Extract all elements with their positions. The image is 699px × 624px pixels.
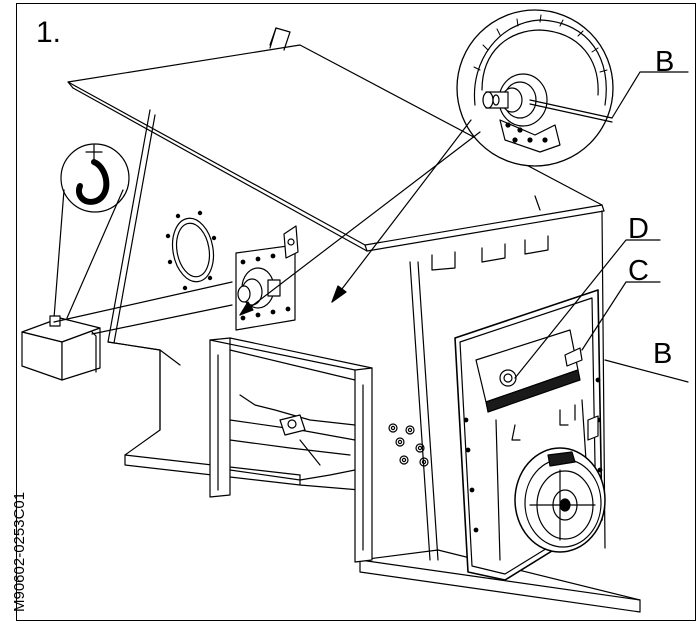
bolt-cluster [388, 423, 429, 467]
frame-cutout [209, 337, 373, 563]
flywheel [514, 447, 606, 553]
callout-b-right: B [653, 338, 673, 370]
callout-b-top: B [655, 46, 675, 78]
hydraulic-unit [21, 281, 233, 381]
drawing-code: M90602-0253C01 [11, 491, 28, 612]
callout-c: C [628, 255, 649, 287]
detail-view [456, 9, 614, 167]
callout-d: D [628, 213, 649, 245]
detail-arrow [239, 119, 481, 316]
hook-symbol [53, 143, 130, 319]
callout-leaders [514, 71, 689, 383]
top-deck-plate [67, 27, 605, 271]
inspection-hole [165, 210, 217, 291]
drawing-frame [16, 3, 696, 621]
step-label: 1. [36, 16, 62, 49]
